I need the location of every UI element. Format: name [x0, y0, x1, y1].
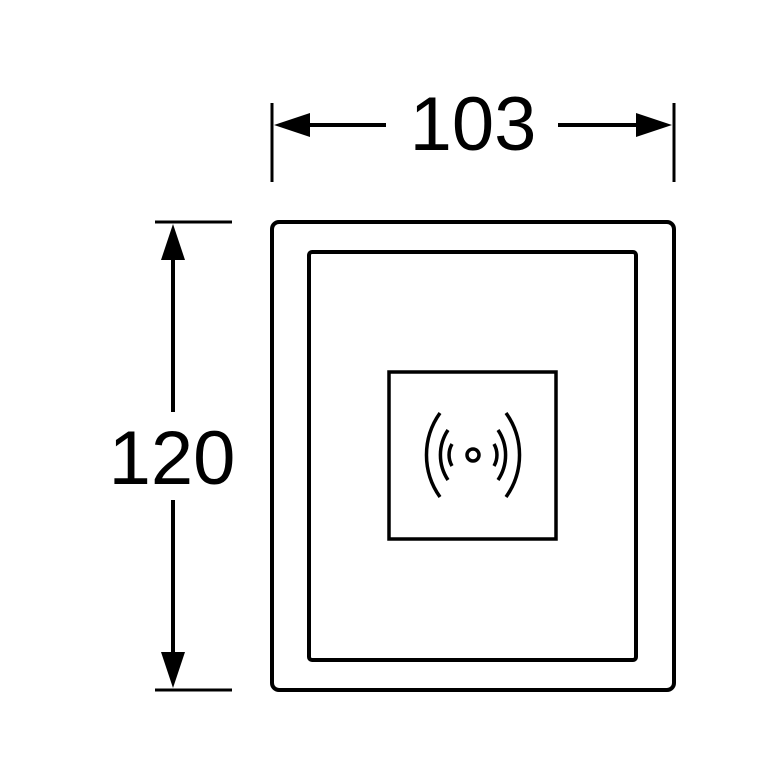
width-dimension: 103 — [270, 82, 676, 182]
arrowhead-left-icon — [274, 113, 310, 137]
height-label: 120 — [109, 416, 236, 501]
signal-center-dot — [465, 447, 481, 463]
arrowhead-right-icon — [636, 113, 672, 137]
arrowhead-down-icon — [161, 652, 185, 688]
height-dimension: 120 — [109, 220, 236, 692]
nfc-wireless-signal-icon — [387, 370, 558, 541]
arrowhead-up-icon — [161, 224, 185, 260]
device-outer-frame — [270, 220, 676, 692]
reader-area-box — [387, 370, 558, 541]
device-inner-panel — [307, 250, 638, 662]
width-label: 103 — [410, 82, 537, 167]
